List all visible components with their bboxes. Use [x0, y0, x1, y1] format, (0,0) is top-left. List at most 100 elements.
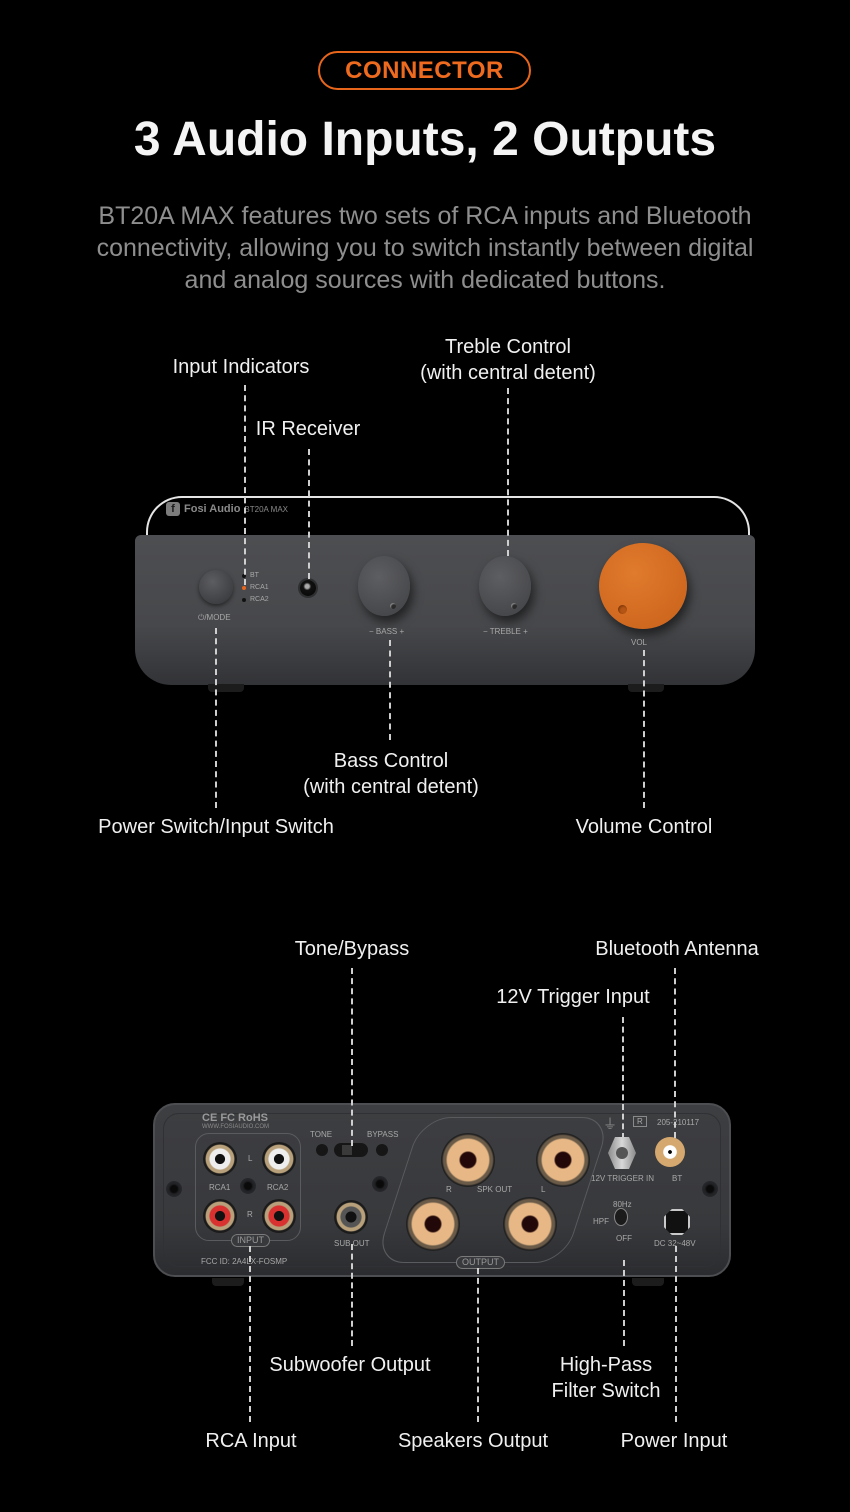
spk-r-label: R: [446, 1185, 452, 1194]
tone-bypass-switch[interactable]: [334, 1143, 368, 1157]
trigger-label: 12V TRIGGER IN: [591, 1174, 654, 1183]
leader-line: [477, 1268, 479, 1422]
device-back-inset: [163, 1113, 721, 1267]
device-foot: [212, 1278, 244, 1286]
bt-label: BT: [672, 1174, 683, 1183]
dc-label: DC 32~48V: [654, 1239, 696, 1248]
leader-line: [674, 968, 676, 1138]
leader-line: [507, 388, 509, 556]
callout-power-input: Power Input: [620, 1430, 728, 1452]
leader-line: [622, 1017, 624, 1139]
leader-line: [308, 449, 310, 579]
certification-marks: CE FC RoHS: [202, 1112, 268, 1124]
callout-bass-control: Bass Control (with central detent): [303, 748, 479, 800]
serial-number: 205-210117: [657, 1118, 700, 1127]
callout-bluetooth-antenna: Bluetooth Antenna: [595, 938, 759, 960]
callout-high-pass-filter: High-Pass Filter Switch: [552, 1352, 661, 1404]
power-mode-button[interactable]: [199, 570, 233, 604]
description-line: BT20A MAX features two sets of RCA input…: [98, 202, 752, 230]
description-line: connectivity, allowing you to switch ins…: [96, 234, 754, 262]
leader-line: [244, 385, 246, 585]
callout-bass-line1: Bass Control: [333, 750, 449, 772]
leader-line: [389, 640, 391, 740]
rca1-left-jack[interactable]: [203, 1142, 237, 1176]
fosi-logo-icon: f: [166, 502, 180, 516]
indicator-label-bt: BT: [250, 572, 259, 579]
callout-treble-line2: (with central detent): [420, 362, 596, 384]
sub-out-label: SUB OUT: [334, 1239, 370, 1248]
callout-treble-line1: Treble Control: [445, 336, 571, 358]
bt-antenna-connector[interactable]: [655, 1137, 685, 1167]
speaker-l-top-terminal[interactable]: [536, 1133, 590, 1187]
section-badge: CONNECTOR: [318, 51, 531, 90]
hpf-label: HPF: [593, 1217, 609, 1226]
callout-input-indicators: Input Indicators: [172, 356, 310, 378]
brand-mark: f Fosi Audio BT20A MAX: [166, 502, 288, 516]
channel-r-label: R: [247, 1210, 253, 1219]
callout-subwoofer-output: Subwoofer Output: [269, 1354, 431, 1376]
page-title: 3 Audio Inputs, 2 Outputs: [133, 113, 717, 166]
sub-out-jack[interactable]: [334, 1200, 368, 1234]
model-name: BT20A MAX: [244, 504, 288, 514]
tone-led: [316, 1144, 328, 1156]
speaker-l-bottom-terminal[interactable]: [503, 1197, 557, 1251]
spk-out-label: SPK OUT: [477, 1185, 513, 1194]
leader-line: [675, 1246, 677, 1422]
callout-volume-control: Volume Control: [575, 816, 713, 838]
description: BT20A MAX features two sets of RCA input…: [60, 200, 790, 296]
leader-line: [351, 968, 353, 1146]
device-foot: [632, 1278, 664, 1286]
screw-icon: [702, 1181, 718, 1197]
brand-name: Fosi Audio: [184, 503, 241, 515]
callout-rca-input: RCA Input: [205, 1430, 297, 1452]
callout-speakers-output: Speakers Output: [397, 1430, 549, 1452]
bypass-led: [376, 1144, 388, 1156]
hpf-off-label: OFF: [616, 1234, 632, 1243]
bass-knob[interactable]: [358, 556, 410, 616]
tone-label: TONE: [310, 1130, 333, 1139]
indicator-label-rca2: RCA2: [250, 596, 269, 603]
hpf-80hz-label: 80Hz: [613, 1200, 632, 1209]
hpf-toggle-switch[interactable]: [614, 1208, 628, 1226]
rca2-label: RCA2: [267, 1183, 289, 1192]
fcc-id: FCC ID: 2A4LX-FOSMP: [201, 1257, 288, 1266]
website-text: WWW.FOSIAUDIO.COM: [202, 1124, 269, 1130]
led-rca1: [242, 586, 246, 590]
speaker-r-bottom-terminal[interactable]: [406, 1197, 460, 1251]
treble-knob[interactable]: [479, 556, 531, 616]
leader-line: [643, 650, 645, 808]
bass-label: − BASS +: [369, 627, 405, 636]
ground-symbol-icon: ⏚: [603, 1116, 617, 1132]
device-foot: [208, 684, 244, 692]
led-rca2: [242, 598, 246, 602]
screw-icon: [240, 1178, 256, 1194]
device-foot: [628, 684, 664, 692]
callout-power-switch: Power Switch/Input Switch: [98, 816, 334, 838]
indicator-label-rca1: RCA1: [250, 584, 269, 591]
output-pill: OUTPUT: [456, 1256, 505, 1269]
bypass-label: BYPASS: [367, 1130, 399, 1139]
callout-12v-trigger: 12V Trigger Input: [496, 986, 650, 1008]
leader-line: [215, 628, 217, 808]
12v-trigger-jack[interactable]: [608, 1137, 636, 1169]
mode-label: ⏻/MODE: [198, 613, 231, 622]
leader-line: [249, 1246, 251, 1422]
r-mark: R: [633, 1116, 647, 1127]
screw-icon: [372, 1176, 388, 1192]
ir-receiver-icon: [300, 580, 316, 596]
rca2-right-jack[interactable]: [262, 1199, 296, 1233]
callout-hpf-line2: Filter Switch: [551, 1380, 661, 1402]
callout-bass-line2: (with central detent): [303, 776, 479, 798]
dc-power-jack[interactable]: [664, 1209, 690, 1235]
volume-knob[interactable]: [599, 543, 687, 629]
callout-tone-bypass: Tone/Bypass: [294, 938, 410, 960]
rca1-right-jack[interactable]: [203, 1199, 237, 1233]
screw-icon: [166, 1181, 182, 1197]
leader-line: [623, 1260, 625, 1346]
callout-ir-receiver: IR Receiver: [255, 418, 361, 440]
speaker-r-top-terminal[interactable]: [441, 1133, 495, 1187]
vol-label: VOL: [631, 638, 648, 647]
callout-hpf-line1: High-Pass: [559, 1354, 653, 1376]
rca2-left-jack[interactable]: [262, 1142, 296, 1176]
leader-line: [351, 1244, 353, 1346]
